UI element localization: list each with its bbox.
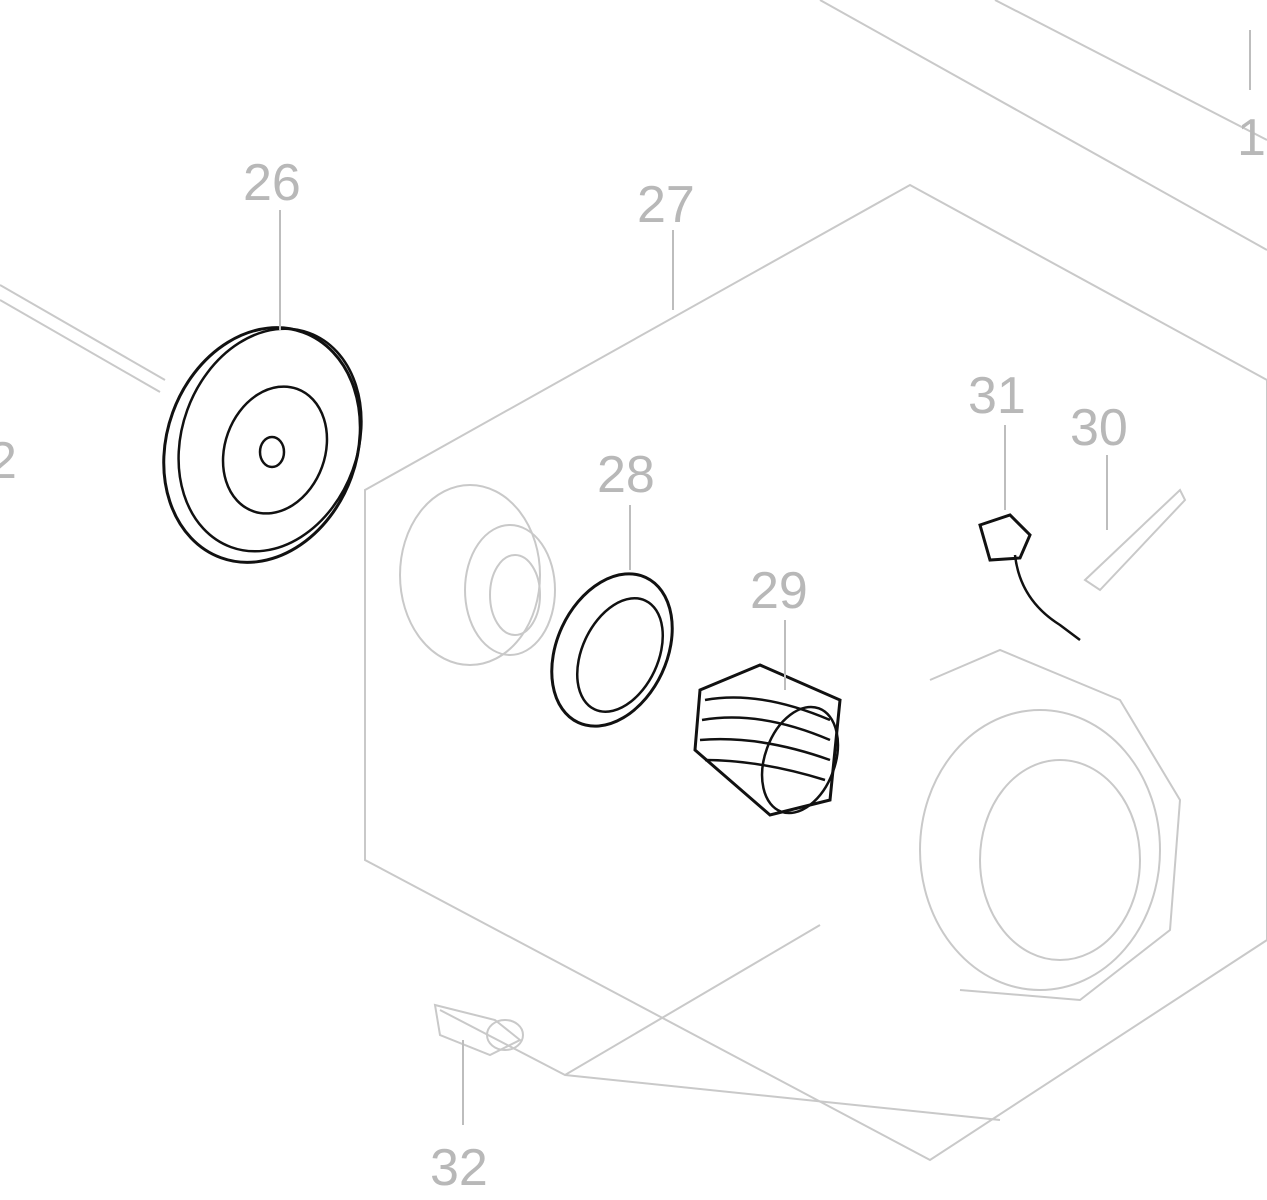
leader-lines xyxy=(279,30,1251,1125)
part-26-pulley[interactable] xyxy=(132,300,393,591)
part-29-spring[interactable] xyxy=(693,663,852,824)
callout-31: 31 xyxy=(968,367,1026,425)
callout-28: 28 xyxy=(597,446,655,504)
callout-32: 32 xyxy=(430,1139,488,1197)
callout-27: 27 xyxy=(637,176,695,234)
callout-2: 2 xyxy=(0,432,17,490)
housing-outline xyxy=(0,0,1267,1162)
part-28-seal-ring[interactable] xyxy=(528,554,695,745)
callout-1: 1 xyxy=(1237,109,1266,167)
background-components xyxy=(399,484,1187,1057)
callout-29: 29 xyxy=(750,562,808,620)
callout-26: 26 xyxy=(243,154,301,212)
callout-30: 30 xyxy=(1070,399,1128,457)
part-31-sensor[interactable] xyxy=(978,513,1081,641)
